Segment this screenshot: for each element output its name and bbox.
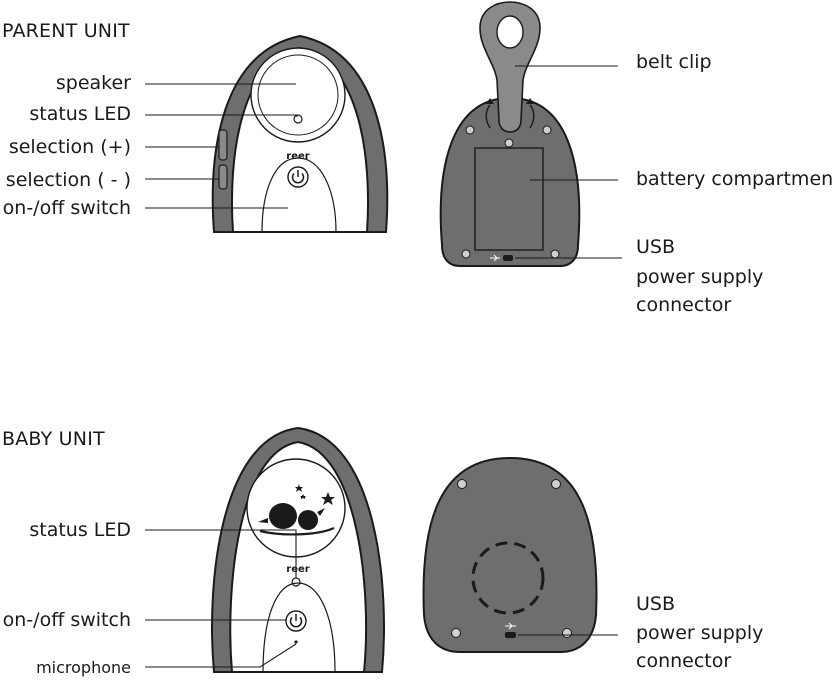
- arrow-head-icon: [486, 98, 494, 104]
- label-baby-on-off: on-/off switch: [3, 609, 131, 631]
- baby-unit-heading: BABY UNIT: [2, 428, 105, 450]
- label-parent-usb-2: power supply: [636, 266, 763, 288]
- label-parent-usb-3: connector: [636, 294, 731, 316]
- arrow-head-icon: [526, 98, 534, 104]
- label-battery-compartment: battery compartment: [636, 168, 832, 190]
- speaker-inner-ring: [257, 54, 339, 136]
- screw-icon: [550, 249, 560, 259]
- baby-unit-back: [422, 456, 598, 653]
- lower-panel-line: [261, 157, 337, 233]
- leader-parent-status-led: [145, 114, 298, 117]
- leader-microphone: [145, 643, 297, 668]
- label-selection-plus: selection (+): [9, 136, 131, 158]
- leader-baby-status-led: [145, 529, 297, 578]
- battery-compartment: [474, 147, 544, 251]
- label-microphone: microphone: [36, 658, 131, 677]
- rotate-arrow-icon: [485, 104, 491, 129]
- screw-icon: [451, 628, 461, 638]
- parent-power-button: [287, 166, 309, 188]
- label-baby-usb-1: USB: [636, 593, 675, 615]
- power-icon: [291, 172, 305, 184]
- screw-icon: [504, 138, 514, 148]
- selection-plus-button: [218, 129, 228, 161]
- birds-on-branch-icon: [258, 484, 335, 536]
- label-speaker: speaker: [56, 72, 131, 94]
- rotate-arrow-icon: [529, 104, 535, 129]
- screw-icon: [551, 479, 561, 489]
- label-selection-minus: selection ( - ): [6, 169, 131, 191]
- baby-status-led: [291, 577, 301, 587]
- parent-status-led: [293, 114, 303, 124]
- screw-icon: [542, 125, 552, 135]
- microphone-hole: [294, 640, 298, 644]
- screw-icon: [461, 249, 471, 259]
- speaker-grille: [250, 47, 346, 143]
- speaker-outline-dashed: [471, 541, 545, 615]
- label-baby-status-led: status LED: [29, 519, 131, 541]
- power-icon: [289, 616, 303, 628]
- baby-brand-logo: reer: [286, 564, 309, 575]
- screw-icon: [465, 125, 475, 135]
- screw-icon: [457, 479, 467, 489]
- belt-clip: [479, 1, 541, 133]
- selection-minus-button: [218, 164, 228, 190]
- label-parent-on-off: on-/off switch: [3, 197, 131, 219]
- parent-unit-front: reer: [211, 34, 389, 233]
- baby-unit-front: reer: [211, 426, 385, 673]
- label-belt-clip: belt clip: [636, 51, 712, 73]
- label-baby-usb-2: power supply: [636, 622, 763, 644]
- usb-symbol-icon: [490, 254, 500, 262]
- usb-port: [503, 255, 513, 261]
- label-baby-usb-3: connector: [636, 650, 731, 672]
- parent-unit-back: [439, 1, 581, 267]
- baby-lower-panel-line: [262, 582, 336, 673]
- baby-back-housing: [422, 456, 598, 653]
- belt-clip-hole: [496, 15, 524, 49]
- baby-power-button: [285, 610, 307, 632]
- brand-logo: reer: [286, 151, 309, 162]
- screw-icon: [562, 628, 572, 638]
- parent-unit-heading: PARENT UNIT: [2, 20, 130, 42]
- label-parent-status-led: status LED: [29, 103, 131, 125]
- label-parent-usb-1: USB: [636, 236, 675, 258]
- usb-symbol-icon: [505, 622, 516, 630]
- usb-port: [505, 632, 516, 638]
